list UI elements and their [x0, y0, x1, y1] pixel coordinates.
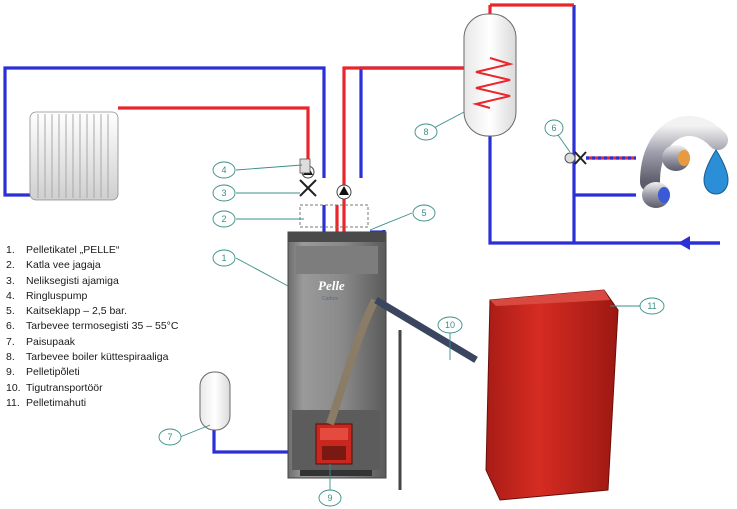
supply-pipes [118, 3, 636, 232]
legend-number: 9. [6, 366, 15, 379]
legend-label: Pelletipõleti [26, 366, 80, 379]
water-drop-icon [703, 149, 729, 195]
legend-label: Tarbevee termosegisti 35 – 55°C [26, 320, 179, 333]
legend-item: 9. Pelletipõleti [6, 365, 206, 380]
svg-text:1: 1 [221, 253, 226, 263]
auger-conveyor [374, 296, 478, 490]
legend-item: 1. Pelletikatel „PELLE“ [6, 243, 206, 258]
legend-label: Tarbevee boiler küttespiraaliga [26, 351, 169, 364]
legend-label: Ringluspump [26, 289, 88, 302]
callout-7: 7 [158, 428, 182, 446]
legend-number: 2. [6, 259, 15, 272]
legend-number: 6. [6, 320, 15, 333]
callout-2: 2 [212, 210, 236, 228]
thermostatic-mixer [564, 151, 587, 165]
pellet-hopper [485, 289, 619, 501]
svg-text:2: 2 [221, 214, 226, 224]
legend-label: Kaitseklapp – 2,5 bar. [26, 305, 127, 318]
legend-number: 11. [6, 396, 20, 409]
legend-label: Pelletimahuti [26, 396, 87, 409]
legend-item: 10. Tigutransportöör [6, 381, 206, 396]
pump-valve-group [299, 158, 369, 228]
boiler-sub-brand-label: Carbox [322, 296, 339, 302]
svg-text:11: 11 [647, 301, 656, 311]
legend-number: 8. [6, 351, 15, 364]
legend-number: 5. [6, 305, 15, 318]
cold-water-inlet-arrow [678, 236, 690, 250]
legend-item: 8. Tarbevee boiler küttespiraaliga [6, 350, 206, 365]
pellet-burner [315, 423, 353, 465]
svg-text:4: 4 [221, 165, 226, 175]
legend-number: 10. [6, 381, 21, 394]
legend-item: 7. Paisupaak [6, 335, 206, 350]
svg-text:8: 8 [423, 127, 428, 137]
legend-label: Tigutransportöör [26, 381, 103, 394]
expansion-tank [199, 371, 231, 431]
callout-3: 3 [212, 184, 236, 202]
radiator [29, 111, 119, 201]
legend-label: Neliksegisti ajamiga [26, 274, 119, 287]
pellet-feed-hose [326, 298, 379, 426]
callout-9: 9 [318, 489, 342, 507]
legend-item: 5. Kaitseklapp – 2,5 bar. [6, 304, 206, 319]
svg-text:6: 6 [551, 123, 556, 133]
legend-label: Katla vee jagaja [26, 259, 101, 272]
callout-6: 6 [544, 119, 564, 137]
callout-8: 8 [414, 123, 438, 141]
callout-5: 5 [412, 204, 436, 222]
boiler-brand-label: Pelle [318, 278, 345, 293]
svg-text:3: 3 [221, 188, 226, 198]
legend-label: Paisupaak [26, 335, 76, 348]
legend-number: 7. [6, 335, 15, 348]
callout-1: 1 [212, 249, 236, 267]
legend-item: 2. Katla vee jagaja [6, 258, 206, 273]
legend-item: 11. Pelletimahuti [6, 396, 206, 411]
legend-label: Pelletikatel „PELLE“ [26, 244, 120, 256]
faucet [640, 116, 728, 208]
hot-water-tank [463, 13, 517, 137]
component-legend: 1. Pelletikatel „PELLE“ 2. Katla vee jagaj… [6, 243, 206, 411]
legend-item: 3. Neliksegisti ajamiga [6, 274, 206, 289]
legend-number: 4. [6, 289, 15, 302]
svg-text:9: 9 [327, 493, 332, 503]
legend-number: 3. [6, 274, 15, 287]
callout-10: 10 [437, 316, 463, 334]
svg-text:7: 7 [167, 432, 172, 442]
svg-text:10: 10 [445, 320, 455, 330]
legend-number: 1. [6, 244, 15, 256]
callout-4: 4 [212, 161, 236, 179]
svg-text:5: 5 [421, 208, 426, 218]
legend-item: 6. Tarbevee termosegisti 35 – 55°C [6, 319, 206, 334]
legend-item: 4. Ringluspump [6, 289, 206, 304]
callout-11: 11 [639, 297, 665, 315]
